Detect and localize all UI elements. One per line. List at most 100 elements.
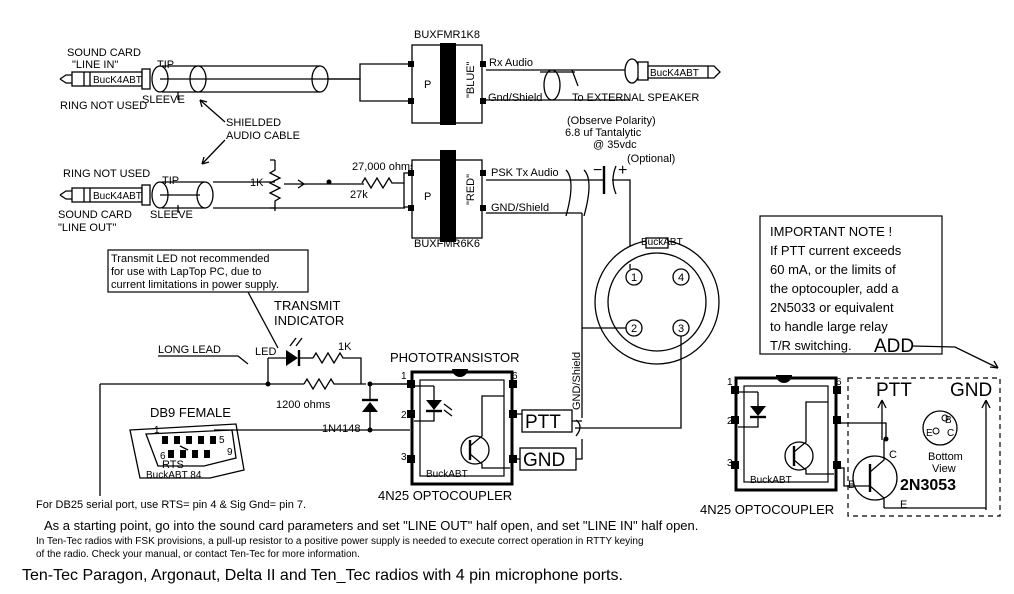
cap-optional: (Optional) [627,153,675,165]
db9-pins [162,436,216,458]
bv-c: C [947,428,954,439]
opto-brand: BuckABT [426,469,468,480]
cap-plus: + [618,162,627,179]
transformer-top-part: BUXFMR1K8 [414,29,480,41]
transistor-label: 2N3053 [900,477,956,494]
cap-label-3: @ 35vdc [593,139,637,151]
mic-brand: BuckABT [641,237,683,248]
diagram-title: Ten-Tec Paragon, Argonaut, Delta II and … [22,567,623,584]
psk-tx-output: PSK Tx Audio GND/Shield [486,167,600,217]
line-in-label-2: "LINE IN" [72,59,118,71]
bottom-view-2: View [932,463,956,475]
transformer-bottom-color: "RED" [465,174,477,205]
tip-label-bottom: TIP [162,175,179,187]
line-in-section: SOUND CARD "LINE IN" RING NOT USED TIP S… [59,47,330,112]
rx-audio-output: Rx Audio Gnd/Shield To EXTERNAL SPEAKER … [486,57,721,104]
db9-pin-6: 6 [160,451,166,462]
db9-connector: DB9 FEMALE 1 5 6 9 RTS BuckABT 84 [129,405,410,481]
opto-pin-2: 2 [401,410,407,421]
ring-not-used-bottom: RING NOT USED [63,168,150,180]
pot-label: 1K [250,177,264,189]
addon-pin-4: 4 [836,460,842,471]
phototransistor-label: PHOTOTRANSISTOR [390,350,520,365]
note-line-3: 60 mA, or the limits of [770,262,896,277]
db9-title: DB9 FEMALE [150,405,231,420]
line-out-section: RING NOT USED SOUND CARD "LINE OUT" TIP … [58,168,275,234]
important-note: IMPORTANT NOTE ! If PTT current exceeds … [759,215,999,369]
opto-pin-1: 1 [401,371,407,382]
plug-brand-top-right: BucK4ABT [650,68,699,79]
speaker-plug: BucK4ABT [624,58,721,84]
plug-brand-bottom-left: BucK4ABT [93,191,142,202]
note-line-6: to handle large relay [770,319,888,334]
shielded-cable-top [160,65,330,93]
addon-circuit: 1 2 3 6 5 4 BuckABT 4N25 OPTOCOUPLER PTT… [700,375,1001,517]
shielded-cable-bottom [160,181,275,209]
db9-brand: BuckABT 84 [146,470,202,481]
db25-note: For DB25 serial port, use RTS= pin 4 & S… [36,499,306,511]
mic-pin-1: 1 [631,272,637,284]
shielded-label-1: SHIELDED [226,117,281,129]
bv-b: B [945,415,952,426]
sleeve-label-bottom: SLEEVE [150,209,193,221]
transformer-top-primary: P [424,79,431,91]
ptt-label: PTT [525,412,561,433]
db9-pin-9: 9 [227,447,233,458]
note-add: ADD [874,336,914,357]
addon-c-label: C [889,449,897,461]
instruction-line-2: In Ten-Tec radios with FSK provisions, a… [36,536,644,547]
addon-pin-2: 2 [727,416,733,427]
instruction-line-3: of the radio. Check your manual, or cont… [36,549,360,560]
addon-pin-1: 1 [727,377,733,388]
addon-opto-brand: BuckABT [750,475,792,486]
tantalum-capacitor: (Observe Polarity) 6.8 uf Tantalytic @ 3… [565,115,675,264]
db9-pin-1: 1 [154,425,160,436]
led-note-1: Transmit LED not recommended [111,253,270,265]
opto-pin-3: 3 [401,452,407,463]
line-out-plug: BucK4ABT [59,181,179,213]
cap-label-2: 6.8 uf Tantalytic [565,127,642,139]
transformer-top: BUXFMR1K8 P "BLUE" [330,29,486,125]
rx-audio-label: Rx Audio [489,57,533,69]
mic-pin-2: 2 [631,323,637,335]
r1k-label: 1K [338,341,352,353]
r27000-label: 27,000 ohms [352,161,416,173]
note-line-5: 2N5033 or equivalent [770,300,894,315]
transformer-top-color: "BLUE" [465,61,477,98]
led-label: LED [255,346,276,358]
cap-minus: − [593,162,602,179]
gnd-shield-top-label: Gnd/Shield [488,92,542,104]
bottom-view-1: Bottom [928,451,963,463]
opto-pin-5: 5 [510,410,516,421]
led-note-2: for use with LapTop PC, due to [111,266,261,278]
ptt-gnd-outputs: PTT GND [512,409,583,471]
line-out-label-1: SOUND CARD [58,209,132,221]
to-speaker-label: To EXTERNAL SPEAKER [572,92,699,104]
addon-pin-6: 6 [836,377,842,388]
transmit-indicator-1: TRANSMIT [274,298,341,313]
line-out-label-2: "LINE OUT" [58,222,117,234]
r1200-label: 1200 ohms [276,399,331,411]
shielded-cable-label: SHIELDED AUDIO CABLE [199,99,300,165]
note-line-2: If PTT current exceeds [770,243,902,258]
mic-gnd-shield: GND/Shield [571,352,583,410]
db9-pin-5: 5 [219,435,225,446]
led-note-3: current limitations in power supply. [111,279,279,291]
mic-connector: BuckABT 1 4 2 3 GND/Shield [571,213,720,437]
mic-pin-4: 4 [678,272,684,284]
diode-label: 1N4148 [322,423,361,435]
transformer-bottom-part: BUXFMR6K6 [414,238,480,250]
line-in-label-1: SOUND CARD [67,47,141,59]
pot-and-resistors: 1K 27,000 ohms 27k [250,159,426,211]
optocoupler-main: PHOTOTRANSISTOR 1 2 3 6 5 4 BuckABT 4N25… [370,350,520,503]
addon-b-label: B [848,479,855,491]
addon-pin-3: 3 [727,458,733,469]
db9-rts: RTS [162,459,184,471]
r27k-label: 27k [350,189,368,201]
shielded-label-2: AUDIO CABLE [226,130,300,142]
cap-label-1: (Observe Polarity) [567,115,656,127]
mic-pin-3: 3 [678,323,684,335]
addon-e-label: E [900,499,907,511]
bottom-view-pinout: B C E Bottom View [922,410,963,475]
note-line-7: T/R switching. [770,338,852,353]
